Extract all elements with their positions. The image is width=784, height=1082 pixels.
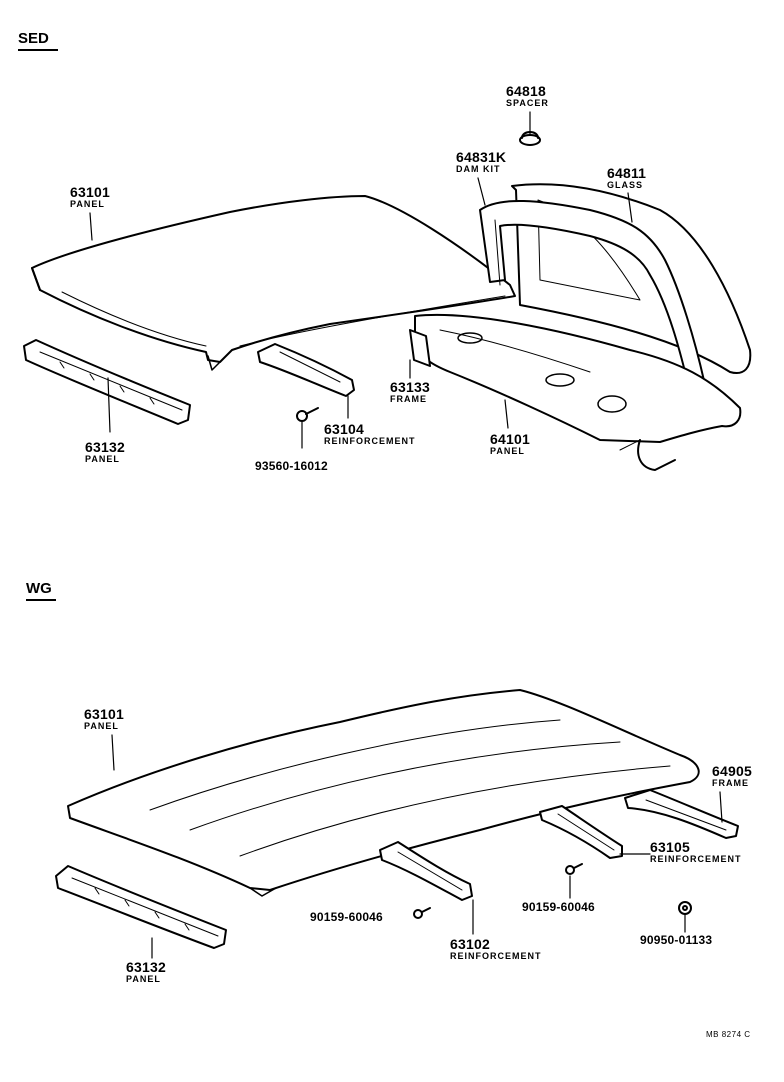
label-wg-90950-01133: 90950-01133	[640, 933, 713, 947]
wg-clip-right	[565, 863, 583, 875]
section-title-wg: WG	[26, 580, 52, 597]
part-number: 63102	[450, 936, 490, 952]
sed-roof-panel	[31, 195, 516, 371]
part-name: REINFORCEMENT	[650, 854, 742, 864]
part-number: 63105	[650, 839, 690, 855]
part-number: 63101	[84, 706, 124, 722]
label-wg-63105: 63105 REINFORCEMENT	[650, 840, 742, 864]
wg-leader-lines	[111, 734, 723, 959]
wg-reinforcement-63105	[539, 805, 623, 859]
part-name: FRAME	[390, 394, 427, 404]
wg-reinforcement-63102	[379, 841, 473, 901]
wg-frame	[624, 789, 739, 839]
label-wg-64905: 64905 FRAME	[712, 764, 752, 788]
part-name: FRAME	[712, 778, 749, 788]
wg-front-header-panel	[55, 865, 227, 949]
label-sed-64818: 64818 SPACER	[506, 84, 549, 108]
label-wg-63101: 63101 PANEL	[84, 707, 124, 731]
part-number: 63132	[126, 959, 166, 975]
sed-leader-lines	[89, 111, 633, 449]
label-sed-63132: 63132 PANEL	[85, 440, 125, 464]
part-name: SPACER	[506, 98, 549, 108]
sed-reinforcement	[257, 343, 355, 397]
label-wg-90159-60046-left: 90159-60046	[310, 910, 383, 924]
part-name: REINFORCEMENT	[324, 436, 416, 446]
wg-roof-panel	[67, 689, 700, 897]
section-title-sed: SED	[18, 30, 49, 47]
part-number: 63104	[324, 421, 364, 437]
part-number: 64101	[490, 431, 530, 447]
label-sed-64831k: 64831K DAM KIT	[456, 150, 506, 174]
sed-frame	[409, 329, 431, 367]
label-sed-64811: 64811 GLASS	[607, 166, 646, 190]
label-wg-63132: 63132 PANEL	[126, 960, 166, 984]
part-name: PANEL	[85, 454, 120, 464]
sed-front-header-panel	[23, 339, 191, 425]
part-name: GLASS	[607, 180, 644, 190]
section-underline-sed	[18, 49, 58, 51]
label-sed-63104: 63104 REINFORCEMENT	[324, 422, 416, 446]
label-sed-64101: 64101 PANEL	[490, 432, 530, 456]
part-number: 63133	[390, 379, 430, 395]
part-number: 64811	[607, 165, 647, 181]
part-number: 64818	[506, 83, 546, 99]
part-name: REINFORCEMENT	[450, 951, 542, 961]
label-wg-63102: 63102 REINFORCEMENT	[450, 937, 542, 961]
part-name: PANEL	[84, 721, 119, 731]
part-name: PANEL	[490, 446, 525, 456]
sed-rear-shelf-panel	[414, 313, 742, 471]
part-number: 63101	[70, 184, 110, 200]
section-underline-wg	[26, 599, 56, 601]
part-number: 64831K	[456, 149, 507, 165]
label-sed-63133: 63133 FRAME	[390, 380, 430, 404]
label-sed-63101: 63101 PANEL	[70, 185, 110, 209]
wg-clip-left	[413, 907, 431, 919]
part-name: PANEL	[70, 199, 105, 209]
part-number: 63132	[85, 439, 125, 455]
part-name: DAM KIT	[456, 164, 501, 174]
drawing-code: MB 8274 C	[706, 1030, 751, 1039]
sed-bolt	[296, 407, 319, 422]
part-number: 64905	[712, 763, 752, 779]
label-sed-93560-16012: 93560-16012	[255, 459, 328, 473]
label-wg-90159-60046-right: 90159-60046	[522, 900, 595, 914]
part-name: PANEL	[126, 974, 161, 984]
wg-nut	[678, 901, 692, 915]
